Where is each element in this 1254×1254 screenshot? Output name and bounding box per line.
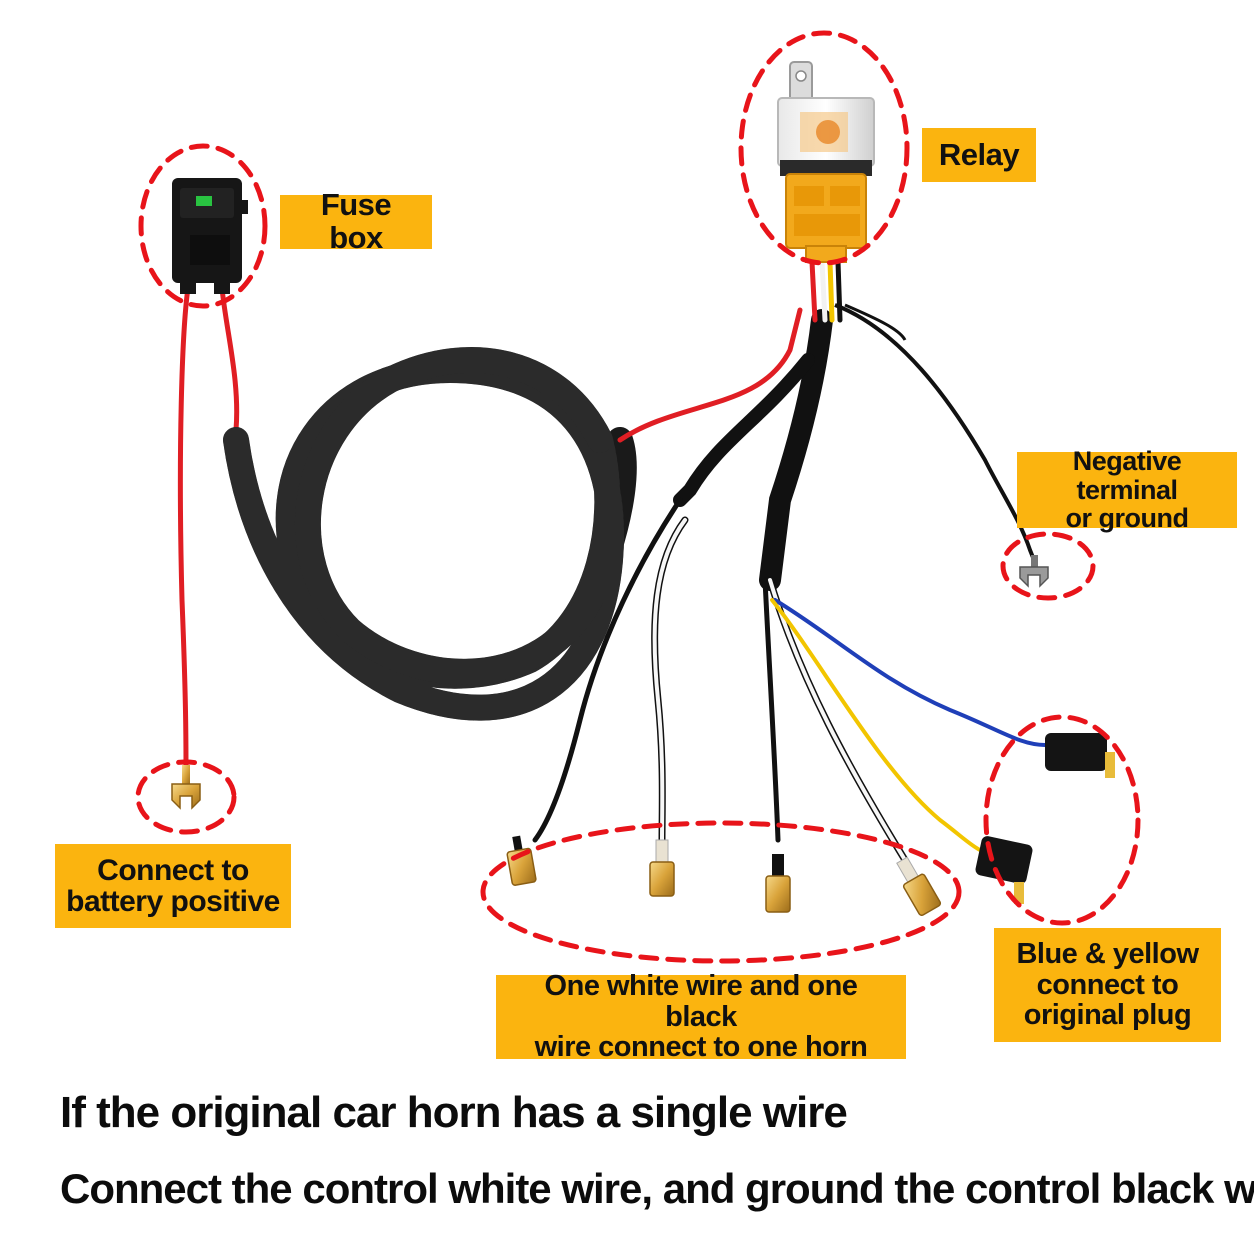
relay-wire-bundle <box>673 259 843 591</box>
relay-label: Relay <box>922 128 1036 182</box>
ground-fork-terminal-icon <box>1019 555 1049 588</box>
fork-terminal-icon <box>171 765 201 810</box>
original-plug-label: Blue & yellow connect to original plug <box>994 928 1221 1042</box>
caption-line-1: If the original car horn has a single wi… <box>60 1088 848 1137</box>
highlight-ellipses <box>135 30 1141 964</box>
corrugated-loom <box>223 347 637 721</box>
relay-red-wire <box>617 307 803 443</box>
horn-wires <box>532 497 909 864</box>
ground-wire <box>834 303 1036 561</box>
horn-wires-label: One white wire and one black wire connec… <box>496 971 906 1063</box>
spade-terminal-icon <box>506 835 942 917</box>
caption-line-2: Connect the control white wire, and grou… <box>60 1165 1254 1212</box>
battery-positive-label: Connect to battery positive <box>55 844 291 928</box>
negative-terminal-label: Negative terminal or ground <box>1017 447 1237 533</box>
fuse-red-wires <box>177 285 240 773</box>
fuse-box-label: Fuse box <box>280 189 432 254</box>
plug-connector-icon <box>975 733 1115 904</box>
fuse-box-icon <box>172 178 248 294</box>
relay-icon <box>777 61 875 263</box>
plug-wires <box>770 598 1047 852</box>
